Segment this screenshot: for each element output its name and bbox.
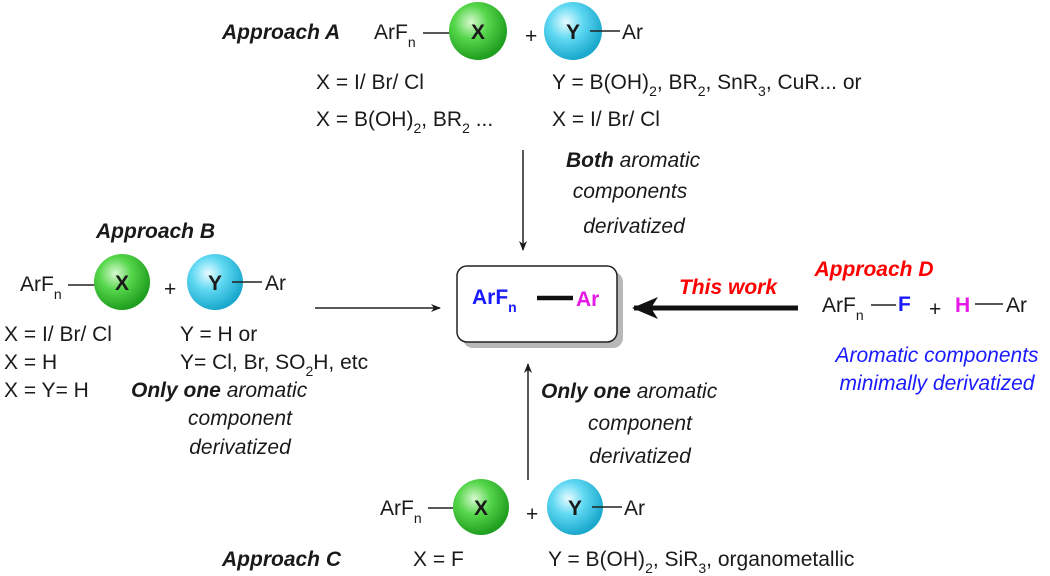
approach-c-y: Y: [568, 497, 582, 520]
approach-d-title: Approach D: [813, 258, 933, 281]
approach-d-note-1: Aromatic components: [833, 344, 1039, 367]
approach-c: Only one aromatic component derivatized …: [221, 363, 854, 576]
approach-b-cond-right-1: Y = H or: [180, 323, 257, 346]
approach-c-arfn: ArFn: [380, 497, 422, 526]
approach-c-note-3: derivatized: [589, 445, 692, 468]
approach-a-title: Approach A: [221, 21, 340, 44]
approach-a-arfn: ArFn: [374, 21, 416, 50]
product-ar: Ar: [576, 288, 599, 311]
approach-c-cond-right: Y = B(OH)2, SiR3, organometallic: [548, 548, 854, 576]
approach-b-cond-left-3: X = Y= H: [4, 379, 89, 402]
product-arfn: ArFn: [472, 286, 517, 315]
approach-d-f: F: [898, 293, 911, 316]
approach-d-arfn: ArFn: [822, 294, 864, 323]
plus-sign: +: [164, 278, 176, 301]
approach-a-cond-left-2: X = B(OH)2, BR2 ...: [316, 108, 493, 136]
plus-sign: +: [929, 298, 941, 321]
product-box-frame: [456, 265, 618, 343]
approach-a-cond-left-1: X = I/ Br/ Cl: [316, 71, 424, 94]
approach-d: Approach D This work ArFn F + H Ar Aroma…: [632, 258, 1039, 395]
x-circle-green: [94, 254, 150, 310]
y-circle-cyan: [547, 479, 603, 535]
approach-b: Approach B ArFn X + Y Ar X = I/ Br/ Cl X…: [4, 220, 441, 459]
x-circle-green: [453, 479, 509, 535]
approach-b-y: Y: [208, 272, 222, 295]
x-circle-green: [449, 2, 507, 60]
approach-a-note-1: Both aromatic: [566, 149, 701, 172]
approach-b-note-2: component: [188, 407, 293, 430]
approach-a-ar: Ar: [622, 21, 643, 44]
this-work-label: This work: [679, 276, 778, 299]
approach-b-note-3: derivatized: [189, 436, 292, 459]
plus-sign: +: [526, 503, 538, 526]
y-circle-cyan: [544, 2, 602, 60]
y-circle-cyan: [187, 254, 243, 310]
approach-c-note-2: component: [588, 412, 693, 435]
approach-b-arfn: ArFn: [20, 273, 62, 302]
approach-d-h: H: [955, 294, 970, 317]
approach-b-x: X: [115, 272, 129, 295]
product-box: ArFn Ar: [456, 265, 623, 348]
approach-a-x: X: [471, 21, 485, 44]
plus-sign: +: [525, 25, 537, 48]
approach-d-note-2: minimally derivatized: [840, 372, 1036, 395]
approach-a: Approach A ArFn X + Y Ar X = I/ Br/ Cl X…: [221, 2, 862, 251]
approach-c-x: X: [474, 497, 488, 520]
approach-a-note-3: derivatized: [583, 215, 686, 238]
approach-a-cond-right-2: X = I/ Br/ Cl: [552, 108, 660, 131]
approach-c-cond-left: X = F: [413, 548, 464, 571]
approach-b-cond-left-2: X = H: [4, 351, 57, 374]
approach-a-cond-right-1: Y = B(OH)2, BR2, SnR3, CuR... or: [552, 71, 862, 99]
approach-c-title: Approach C: [221, 548, 342, 571]
approach-a-y: Y: [566, 21, 580, 44]
approach-b-ar: Ar: [265, 272, 286, 295]
approach-b-title: Approach B: [95, 220, 215, 243]
approach-d-ar: Ar: [1006, 294, 1027, 317]
approach-b-cond-right-2: Y= Cl, Br, SO2H, etc: [180, 351, 368, 379]
approach-a-note-2: components: [573, 180, 688, 203]
approach-c-note-1: Only one aromatic: [541, 380, 718, 403]
approach-c-ar: Ar: [624, 497, 645, 520]
approach-b-note-1: Only one aromatic: [131, 379, 308, 402]
approach-b-cond-left-1: X = I/ Br/ Cl: [4, 323, 112, 346]
